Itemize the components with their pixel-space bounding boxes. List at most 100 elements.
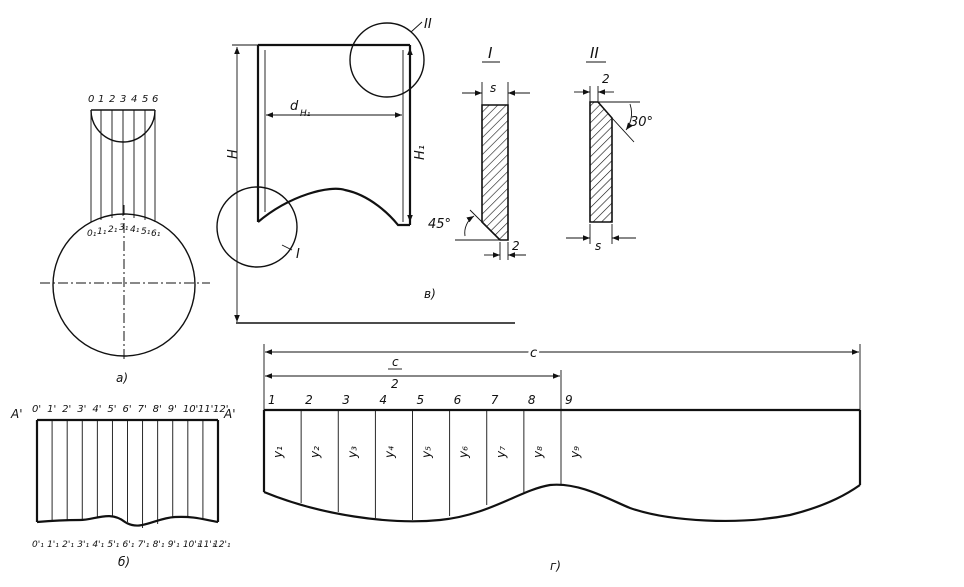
- detail-ii-angle-label: 30°: [630, 115, 653, 130]
- development-bottom-label: 9'₁: [168, 540, 180, 550]
- label-a-right: A': [223, 407, 236, 421]
- detail-i-title: I: [488, 44, 493, 62]
- point-label: 7: [491, 393, 499, 407]
- detail-circle-i: [216, 186, 298, 268]
- point-label: 4: [379, 393, 387, 407]
- ordinate-label: y₇: [494, 446, 508, 459]
- label-h1: H₁: [413, 145, 428, 160]
- leader-i: [281, 244, 293, 251]
- label-a-left: A': [10, 407, 23, 421]
- development-bottom-label: 1'₁: [47, 540, 59, 550]
- development-bottom-label: 5'₁: [107, 540, 119, 550]
- development-bottom-label: 6'₁: [123, 540, 135, 550]
- generator-lower-label: 5₁: [141, 227, 151, 237]
- development-bottom-label: 2'₁: [62, 540, 74, 550]
- development-bottom-label: 10'₁: [183, 540, 201, 550]
- development-top-label: 6': [123, 404, 132, 415]
- figure-v: d H₁ H H₁ II I в) I s 45°: [216, 17, 653, 324]
- label-d: d: [290, 99, 299, 114]
- detail-ii-title: II: [590, 44, 599, 62]
- point-label: 1: [268, 393, 276, 407]
- ordinate-label: y₂: [308, 446, 322, 459]
- ordinate-label: y₃: [345, 446, 359, 459]
- development-bottom-label: 8'₁: [153, 540, 165, 550]
- generator-lower-label: 4₁: [130, 225, 140, 235]
- detail-ii: II 2 30° s: [566, 44, 653, 253]
- generator-lower-label: 2₁: [108, 225, 118, 235]
- development-top-label: 4': [92, 404, 101, 415]
- leader-ii: [410, 21, 423, 33]
- label-c-half-num: c: [392, 355, 399, 369]
- development-top-label: 5': [107, 404, 116, 415]
- development-top-label: 3': [77, 404, 86, 415]
- label-c-half-den: 2: [391, 377, 399, 391]
- generator-top-label: 0: [88, 94, 94, 105]
- development-bottom-label: 11'₁: [198, 540, 216, 550]
- development-top-label: 7': [138, 404, 147, 415]
- generator-lower-label: 0₁: [87, 229, 97, 239]
- point-label: 3: [342, 393, 350, 407]
- detail-ii-bevel-ext: [611, 117, 635, 143]
- label-c: c: [530, 346, 537, 361]
- ordinate-label: y₆: [457, 446, 471, 459]
- development-generator-lines: [51, 420, 204, 528]
- ordinate-label: y₄: [382, 446, 396, 459]
- generator-top-label: 1: [98, 94, 104, 105]
- development-top-label: 1': [47, 404, 56, 415]
- development-top-label: 2': [62, 404, 71, 415]
- detail-i: I s 45° 2: [428, 44, 530, 260]
- generator-top-label: 3: [120, 94, 126, 105]
- label-circle-ii: II: [424, 17, 432, 32]
- point-label: 2: [305, 393, 313, 407]
- development-top-label: 12': [213, 404, 228, 415]
- caption-g: г): [550, 559, 561, 573]
- generator-lower-label: 3₁: [119, 223, 129, 233]
- detail-i-s-label: s: [490, 81, 496, 95]
- development-top-label: 9': [168, 404, 177, 415]
- ordinate-label: y₅: [420, 446, 434, 459]
- label-d-sub: H₁: [300, 109, 311, 119]
- detail-i-bottom-label: 2: [512, 239, 520, 253]
- development-top-label: 10': [183, 404, 198, 415]
- ordinate-label: y₁: [271, 446, 285, 459]
- detail-ii-top-label: 2: [602, 72, 610, 86]
- development-top-label: 11': [198, 404, 213, 415]
- ordinate-label: y₉: [568, 446, 582, 459]
- label-circle-i: I: [296, 247, 300, 262]
- detail-i-wall-section: [481, 104, 509, 241]
- development-top-label: 0': [32, 404, 41, 415]
- point-label: 9: [565, 393, 573, 407]
- detail-ii-wall-section: [589, 101, 613, 223]
- detail-i-angle-label: 45°: [428, 217, 451, 232]
- development-top-label: 8': [153, 404, 162, 415]
- detail-ii-s-label: s: [595, 239, 601, 253]
- development-bottom-label: 4'₁: [92, 540, 104, 550]
- development-bottom-label: 0'₁: [32, 540, 44, 550]
- detail-i-angle-arc: [464, 215, 475, 237]
- caption-a: а): [116, 371, 128, 385]
- development-bottom-label: 12'₁: [213, 540, 231, 550]
- development-contour-curve: [263, 483, 861, 523]
- generator-top-label: 2: [109, 94, 115, 105]
- generator-lower-label: 6₁: [151, 229, 161, 239]
- detail-i-bevel-ext: [469, 209, 501, 241]
- generator-top-label: 4: [131, 94, 137, 105]
- caption-b: б): [118, 555, 130, 569]
- development-bottom-curve: [36, 514, 219, 527]
- generator-lines: [90, 110, 156, 222]
- generator-top-label: 5: [142, 94, 148, 105]
- development-bottom-label: 3'₁: [77, 540, 89, 550]
- ordinate-lines: [300, 410, 562, 520]
- point-label: 5: [417, 393, 425, 407]
- development-bottom-label: 7'₁: [138, 540, 150, 550]
- ordinate-label: y₈: [531, 446, 545, 459]
- generator-lower-label: 1₁: [97, 227, 107, 237]
- label-h: H: [226, 149, 241, 159]
- generator-top-label: 6: [152, 94, 158, 105]
- detail-ii-angle-arc: [625, 103, 633, 131]
